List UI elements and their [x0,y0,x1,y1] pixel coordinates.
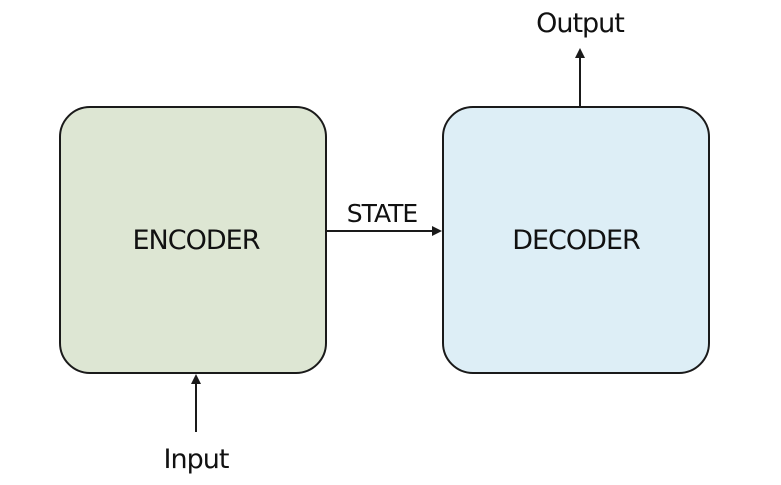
output-label: Output [536,8,624,39]
decoder-box [442,106,710,374]
input-label: Input [164,444,229,475]
encoder-label: ENCODER [133,225,260,256]
state-label: STATE [347,199,418,228]
decoder-label: DECODER [512,225,640,256]
encoder-box [59,106,327,374]
